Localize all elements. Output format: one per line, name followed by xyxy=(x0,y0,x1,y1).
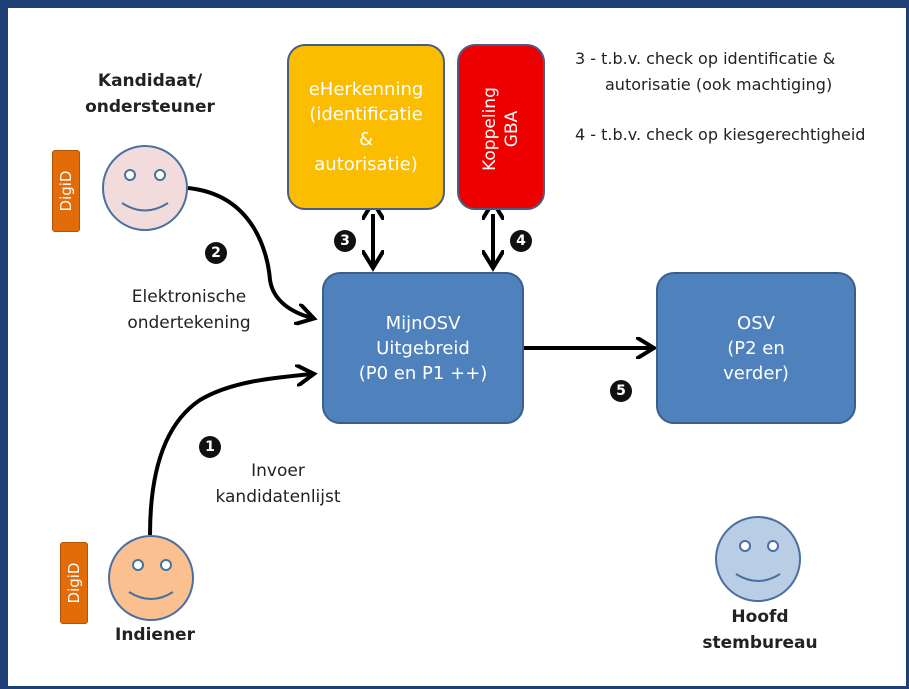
mijnosv-box: MijnOSV Uitgebreid (P0 en P1 ++) xyxy=(322,272,524,424)
step-5-marker: 5 xyxy=(610,380,632,402)
step-2-marker: 2 xyxy=(205,242,227,264)
note-3-line-1: 3 - t.b.v. check op identificatie & xyxy=(575,49,836,68)
indiener-face-icon xyxy=(108,535,194,621)
osv-label: OSV (P2 en verder) xyxy=(723,312,789,384)
step-3-marker: 3 xyxy=(334,230,356,252)
koppeling-gba-label: Koppeling GBA xyxy=(480,87,522,171)
kandidaat-face-icon xyxy=(102,145,188,231)
hoofd-face-icon xyxy=(715,516,801,602)
step-4-marker: 4 xyxy=(510,230,532,252)
koppeling-gba-box: Koppeling GBA xyxy=(457,44,545,210)
eherkenning-box: eHerkenning (identificatie & autorisatie… xyxy=(287,44,445,210)
mijnosv-label: MijnOSV Uitgebreid (P0 en P1 ++) xyxy=(358,312,488,384)
note-4: 4 - t.b.v. check op kiesgerechtigheid xyxy=(575,125,866,144)
digid-badge-top: DigiD xyxy=(52,150,80,232)
hoofd-stembureau-label: Hoofd stembureau xyxy=(702,607,818,653)
step-1-marker: 1 xyxy=(199,436,221,458)
kandidaat-label: Kandidaat/ ondersteuner xyxy=(85,71,215,117)
note-3-line-2: autorisatie (ook machtiging) xyxy=(605,75,833,94)
step-2-label: Elektronische ondertekening xyxy=(127,287,251,333)
arrow-2 xyxy=(187,186,312,318)
eherkenning-label: eHerkenning (identificatie & autorisatie… xyxy=(308,79,424,175)
digid-top-label: DigiD xyxy=(57,170,75,212)
digid-bottom-label: DigiD xyxy=(65,562,83,604)
step-1-label: Invoer kandidatenlijst xyxy=(215,461,341,507)
digid-badge-bottom: DigiD xyxy=(60,542,88,624)
indiener-label: Indiener xyxy=(115,625,195,645)
arrow-1 xyxy=(148,374,312,536)
osv-box: OSV (P2 en verder) xyxy=(656,272,856,424)
